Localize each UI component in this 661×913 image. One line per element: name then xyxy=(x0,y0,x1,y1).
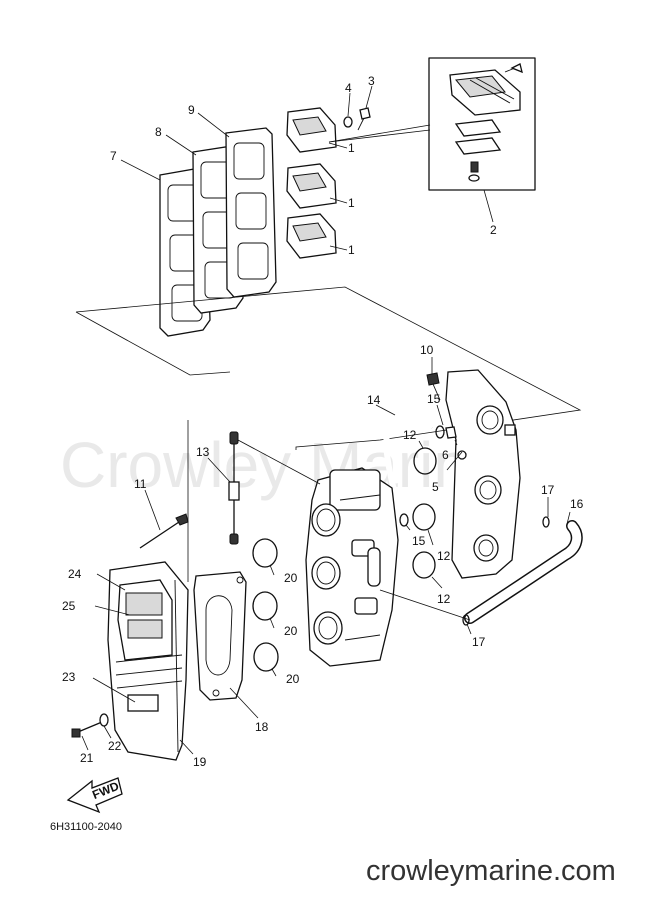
callout-24: 24 xyxy=(68,567,82,581)
callout-6: 6 xyxy=(442,448,449,462)
callout-7: 7 xyxy=(110,149,117,163)
silencer-cover-19 xyxy=(107,561,189,761)
gasket-20-bottom xyxy=(253,642,279,672)
callout-14: 14 xyxy=(367,393,381,407)
site-footer: crowleymarine.com xyxy=(366,855,616,887)
callout-12: 12 xyxy=(437,549,451,563)
callout-1: 1 xyxy=(348,141,355,155)
watermark-text: Crowley Marine xyxy=(60,429,505,501)
leader-lines-lower xyxy=(81,357,571,755)
link-rod-13 xyxy=(228,431,321,545)
gasket-18 xyxy=(193,571,247,701)
callout-4: 4 xyxy=(345,81,352,95)
callout-15: 15 xyxy=(412,534,426,548)
fwd-arrow: FWD xyxy=(66,777,123,814)
callout-labels: 1 1 1 2 3 4 5 6 7 8 9 10 11 12 12 12 13 … xyxy=(62,74,584,769)
clip-15-upper xyxy=(435,425,457,439)
callout-20: 20 xyxy=(284,624,298,638)
callout-3: 3 xyxy=(368,74,375,88)
callout-8: 8 xyxy=(155,125,162,139)
o-ring-12-mid xyxy=(412,503,436,531)
reed-valve-1-mid xyxy=(286,163,337,209)
callout-17: 17 xyxy=(472,635,486,649)
callout-10: 10 xyxy=(420,343,434,357)
bolt-11 xyxy=(139,513,189,549)
callout-22: 22 xyxy=(108,739,122,753)
callout-20: 20 xyxy=(286,672,300,686)
gasket-20-top xyxy=(252,538,278,568)
callout-9: 9 xyxy=(188,103,195,117)
callout-19: 19 xyxy=(193,755,207,769)
callout-18: 18 xyxy=(255,720,269,734)
callout-21: 21 xyxy=(80,751,94,765)
washer-22 xyxy=(99,713,109,727)
callout-11: 11 xyxy=(134,477,147,491)
carburetor xyxy=(305,467,399,667)
callout-1: 1 xyxy=(348,196,355,210)
leader-lines-upper xyxy=(120,85,494,251)
washer-4 xyxy=(343,116,353,128)
o-ring-12-bottom xyxy=(412,551,436,579)
screw-3 xyxy=(357,107,371,131)
callout-1: 1 xyxy=(348,243,355,257)
reed-valve-1-top xyxy=(286,107,337,153)
gasket-20-mid xyxy=(252,591,278,621)
drawing-code: 6H31100-2040 xyxy=(50,821,122,833)
callout-20: 20 xyxy=(284,571,298,585)
clip-15-lower xyxy=(399,513,409,527)
callout-13: 13 xyxy=(196,445,210,459)
reed-valve-1-bottom xyxy=(286,213,337,259)
bolt-10 xyxy=(426,372,441,401)
o-ring-12-top xyxy=(413,447,437,475)
reed-valve-assembly-box-2 xyxy=(428,57,536,191)
intake-manifold xyxy=(445,369,521,579)
callout-2: 2 xyxy=(490,223,497,237)
gasket-9 xyxy=(225,127,277,298)
hose-14 xyxy=(383,415,434,519)
hose-16 xyxy=(464,520,583,624)
callout-12: 12 xyxy=(403,428,417,442)
callout-17: 17 xyxy=(541,483,555,497)
callout-16: 16 xyxy=(570,497,584,511)
callout-15: 15 xyxy=(427,392,441,406)
callout-5: 5 xyxy=(432,480,439,494)
screw-21 xyxy=(71,721,103,738)
clip-17-right xyxy=(542,516,550,528)
callout-12: 12 xyxy=(437,592,451,606)
callout-25: 25 xyxy=(62,599,76,613)
callout-23: 23 xyxy=(62,670,76,684)
